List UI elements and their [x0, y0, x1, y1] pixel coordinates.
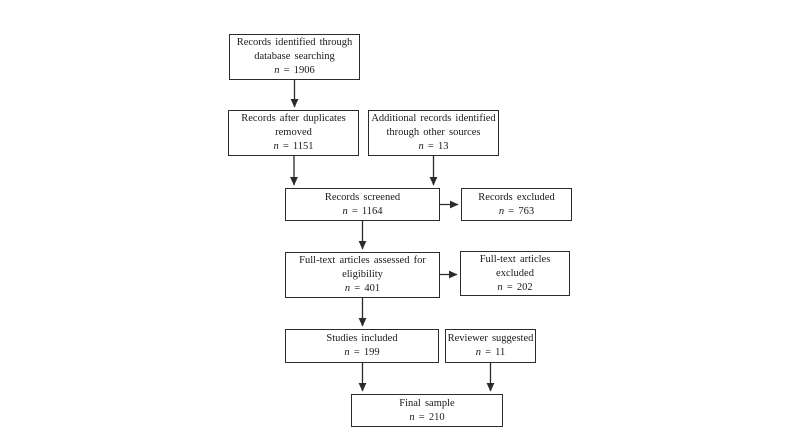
box-count: n = 763 [498, 205, 535, 217]
box-records-screened: Records screened n = 1164 [285, 188, 440, 221]
box-label-line: database searching [254, 51, 335, 62]
box-label-line: Studies included [326, 333, 398, 344]
box-count: n = 202 [497, 281, 533, 293]
box-label-line: through other sources [386, 127, 481, 138]
box-count: n = 13 [418, 141, 449, 152]
box-additional-records: Additional records identified through ot… [368, 110, 499, 156]
box-count: n = 11 [475, 347, 506, 358]
box-count: n = 199 [344, 347, 380, 358]
box-count: n = 401 [344, 283, 381, 294]
box-records-after-duplicates: Records after duplicates removed n = 115… [228, 110, 359, 156]
box-fulltext-assessed: Full-text articles assessed for eligibil… [285, 252, 440, 298]
box-records-identified: Records identified through database sear… [229, 34, 360, 80]
box-label-line: Records identified through [236, 37, 353, 48]
box-label-line: Full-text articles [479, 253, 551, 265]
box-label-line: Records excluded [478, 191, 555, 203]
box-label-line: eligibility [342, 269, 383, 280]
box-count: n = 1906 [274, 65, 315, 76]
box-reviewer-suggested: Reviewer suggested n = 11 [445, 329, 536, 363]
box-count: n = 1164 [342, 205, 383, 217]
box-studies-included: Studies included n = 199 [285, 329, 439, 363]
box-label-line: Records after duplicates [241, 113, 346, 124]
box-count: n = 1151 [273, 141, 314, 152]
box-label-line: Records screened [324, 191, 401, 203]
box-records-excluded: Records excluded n = 763 [461, 188, 572, 221]
box-count: n = 210 [409, 411, 445, 423]
box-final-sample: Final sample n = 210 [351, 394, 503, 427]
box-label-line: Full-text articles assessed for [299, 255, 426, 266]
box-label-line: Reviewer suggested [447, 333, 534, 344]
box-label-line: removed [275, 127, 312, 138]
box-label-line: excluded [496, 267, 534, 279]
box-fulltext-excluded: Full-text articles excluded n = 202 [460, 251, 570, 296]
box-label-line: Final sample [399, 397, 455, 409]
box-label-line: Additional records identified [371, 113, 496, 124]
